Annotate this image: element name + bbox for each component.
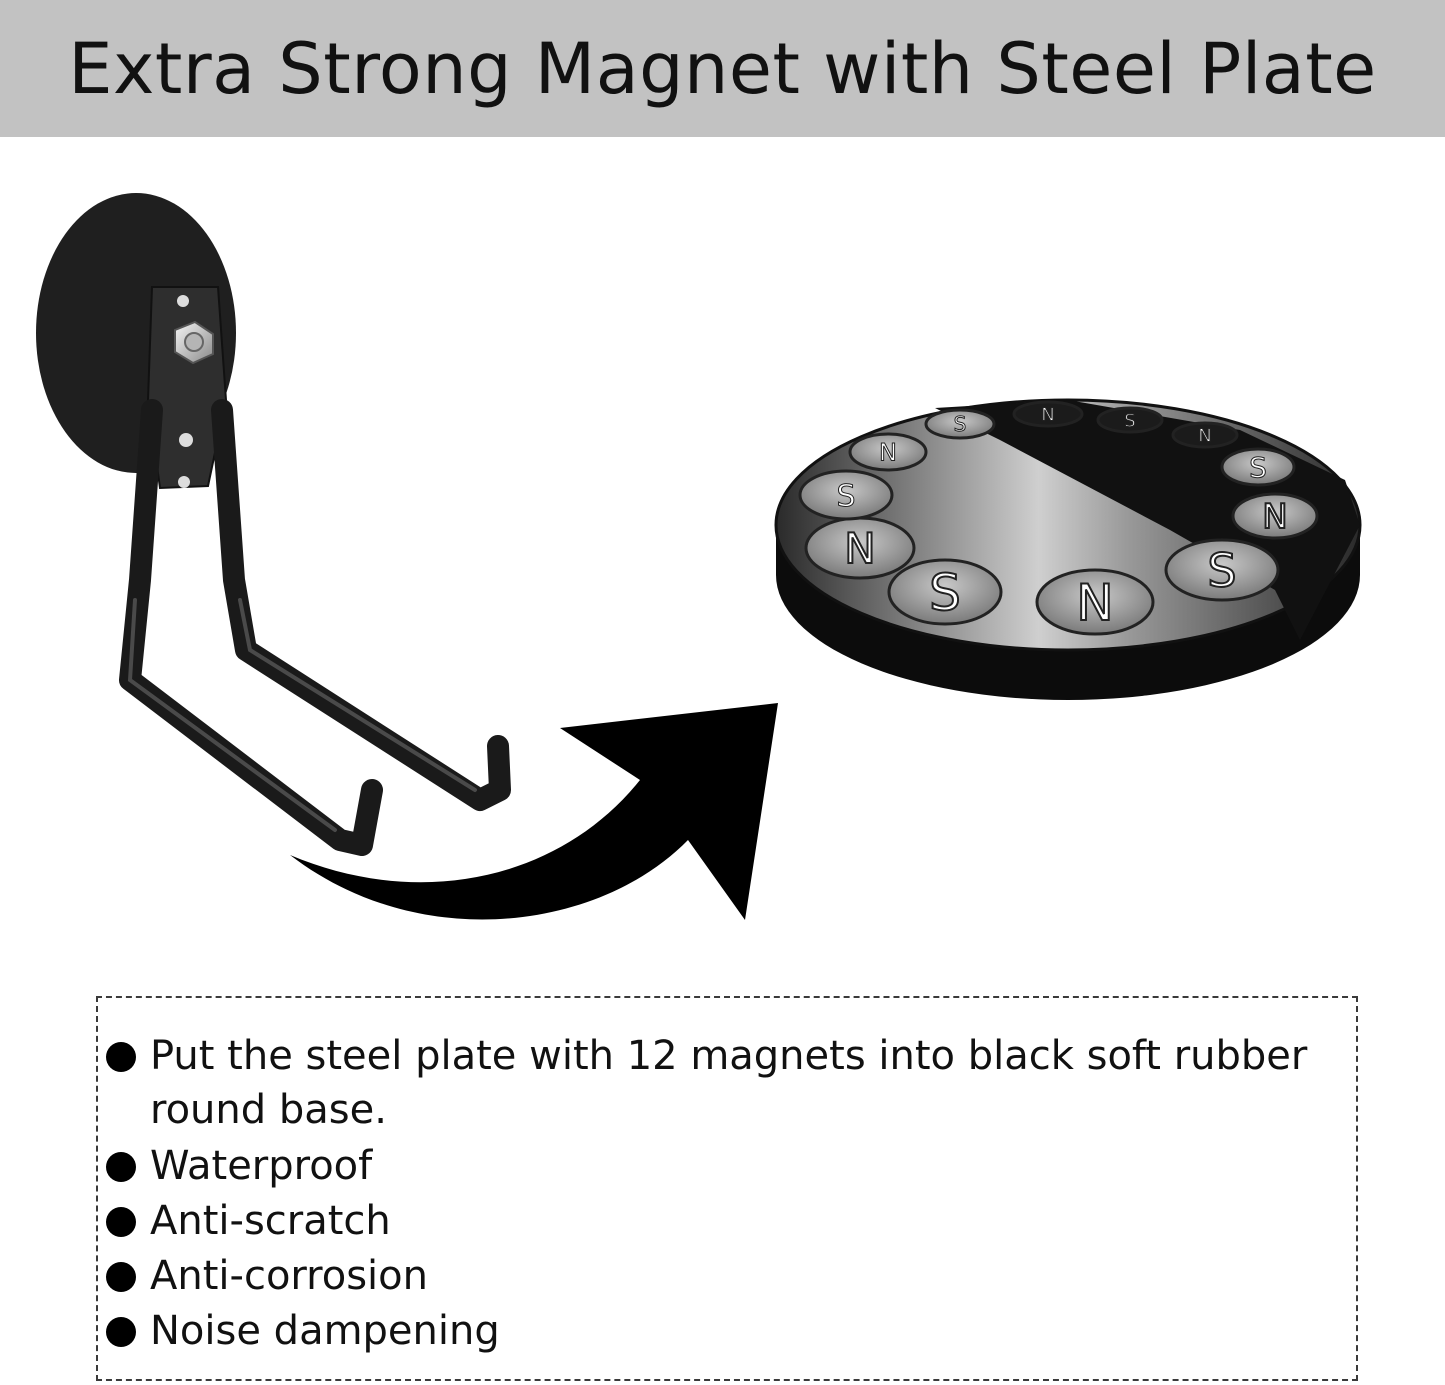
feature-item: Noise dampening [106,1304,500,1358]
magnet-disc: S [1164,538,1280,602]
feature-item: Waterproof [106,1139,372,1193]
magnet-disc: N [1231,492,1319,540]
feature-text: Put the steel plate with 12 magnets into… [150,1033,1308,1133]
magnet-pole-label: S [1124,410,1135,431]
hook-arm-left [119,399,383,856]
bolt-icon [184,332,204,352]
magnet-pole-label: N [879,439,897,467]
header-banner: Extra Strong Magnet with Steel Plate [0,0,1445,137]
bracket-hole [178,476,190,488]
magnet-pole-label: N [1262,497,1287,537]
hook-arm-right [211,399,511,811]
magnet-pole-label: S [929,564,961,622]
bracket-hole [179,433,193,447]
magnet-pole-label: N [1041,404,1054,425]
curved-arrow-icon [290,703,778,920]
magnet-disc: N [848,432,928,472]
magnet-disc: N [1012,400,1084,428]
magnet-disc: S [887,558,1003,626]
feature-item: Anti-corrosion [106,1249,428,1303]
magnet-disc: N [1171,421,1239,449]
magnet-disc: S [1220,447,1296,487]
magnet-disc: N [804,516,916,580]
feature-item: Put the steel plate with 12 magnets into… [106,1029,1326,1137]
bullet-icon [106,1262,136,1292]
magnet-pole-label: N [1076,574,1113,632]
magnet-disc: S [1096,406,1164,434]
feature-item: Anti-scratch [106,1194,391,1248]
bullet-icon [106,1042,136,1072]
bracket-hole [177,295,189,307]
bullet-icon [106,1152,136,1182]
feature-text: Noise dampening [150,1308,500,1354]
bullet-icon [106,1207,136,1237]
feature-text: Waterproof [150,1143,373,1189]
magnet-pole-label: N [1198,425,1211,446]
magnetic-hook [36,193,511,856]
magnet-pole-label: S [1249,451,1267,484]
page-title: Extra Strong Magnet with Steel Plate [68,27,1377,110]
magnet-disc: S [924,408,996,440]
feature-box: Put the steel plate with 12 magnets into… [96,996,1358,1381]
feature-text: Anti-scratch [150,1198,391,1244]
feature-text: Anti-corrosion [150,1253,428,1299]
mounting-bracket [146,286,228,490]
magnet-pole-label: S [954,412,967,436]
bullet-icon [106,1317,136,1347]
magnet-disc: N [1035,568,1155,636]
magnet-pole-label: N [844,524,875,573]
magnet-pole-label: S [836,479,855,514]
magnet-pole-label: S [1207,544,1236,598]
magnet-disc: S [798,469,894,521]
